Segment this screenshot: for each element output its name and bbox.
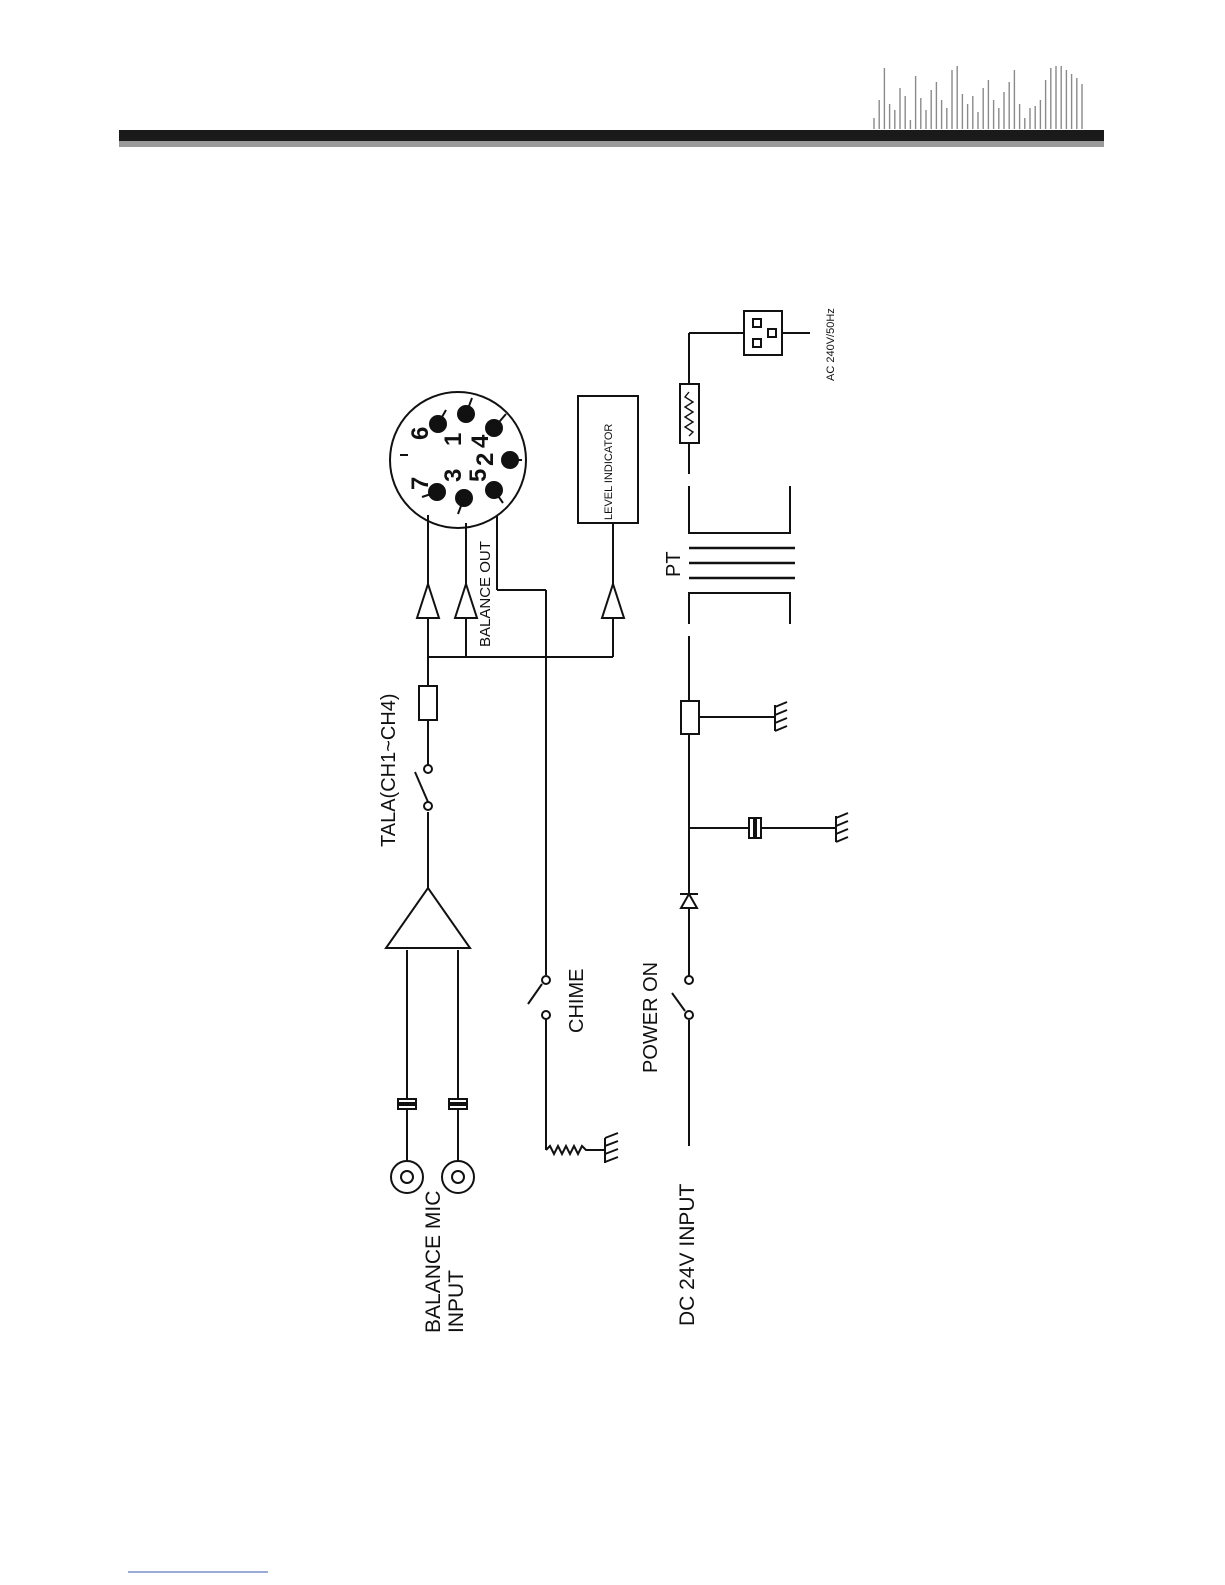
power-on-switch <box>672 976 693 1019</box>
pin-label-7: 7 <box>407 477 434 490</box>
dc-input-label: DC 24V INPUT <box>676 1183 699 1326</box>
balance-mic-input-label: INPUT <box>445 1270 468 1333</box>
header-decoration <box>119 66 1104 147</box>
tala-label: TALA(CH1~CH4) <box>378 693 400 847</box>
chime-label: CHIME <box>566 969 588 1033</box>
pin-label-5: 5 <box>465 469 492 482</box>
ac-label: AC 240V/50Hz <box>825 308 837 381</box>
chime-switch <box>528 976 550 1019</box>
mic-jack-2 <box>442 1161 474 1193</box>
coupling-capacitor-1 <box>398 1099 416 1109</box>
pin-label-2: 2 <box>472 453 499 466</box>
buffer-2 <box>455 584 477 618</box>
mic-jack-1 <box>391 1161 423 1193</box>
pt-label: PT <box>663 551 685 577</box>
filter-capacitor <box>749 818 761 838</box>
pin-label-6: 6 <box>407 427 434 440</box>
rectifier-diode <box>680 894 698 908</box>
voltage-regulator <box>681 701 699 734</box>
power-transformer <box>689 486 795 624</box>
buffer-1 <box>417 584 439 618</box>
tala-switch <box>415 765 432 810</box>
series-resistor <box>419 686 437 720</box>
pin-label-1: 1 <box>440 433 467 446</box>
capacitor-ground <box>836 813 848 842</box>
header-bar-shadow <box>119 141 1104 147</box>
buffer-level <box>602 584 624 618</box>
header-bar <box>119 130 1104 141</box>
balance-out-label: BALANCE OUT <box>477 541 494 647</box>
ac-socket <box>744 311 782 355</box>
mic-preamp <box>386 888 470 948</box>
pin-label-3: 3 <box>440 469 467 482</box>
equalizer-graphic <box>874 66 1082 129</box>
coupling-capacitor-2 <box>449 1099 467 1109</box>
chime-load <box>546 1146 600 1154</box>
chime-ground <box>605 1133 618 1163</box>
pin-label-4: 4 <box>467 434 494 448</box>
power-on-label: POWER ON <box>640 962 662 1073</box>
fuse <box>680 384 699 443</box>
level-indicator-label: LEVEL INDICATOR <box>603 424 615 520</box>
regulator-ground <box>775 702 787 731</box>
balance-mic-label: BALANCE MIC <box>422 1191 445 1333</box>
